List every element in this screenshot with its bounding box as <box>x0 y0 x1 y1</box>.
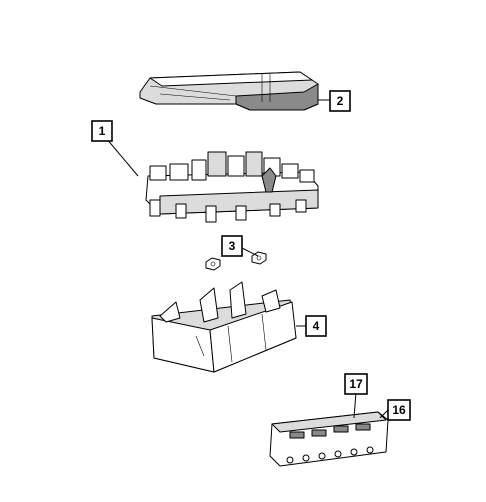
callout-4-label: 4 <box>313 319 320 333</box>
callout-4: 4 <box>305 315 327 337</box>
callout-16: 16 <box>387 399 411 421</box>
leader-lines <box>105 99 389 419</box>
callout-2: 2 <box>329 90 351 112</box>
fuse-box-part <box>145 151 319 223</box>
callout-1: 1 <box>91 120 113 142</box>
callout-2-label: 2 <box>337 94 344 108</box>
callout-1-label: 1 <box>99 124 106 138</box>
tray-part <box>151 281 297 373</box>
nuts-part <box>205 251 267 271</box>
callout-17: 17 <box>344 373 368 395</box>
callout-3: 3 <box>221 235 243 257</box>
callout-3-label: 3 <box>229 239 236 253</box>
callout-17-label: 17 <box>349 377 363 391</box>
fuse-strip-part <box>269 411 389 467</box>
callout-16-label: 16 <box>392 403 406 417</box>
cover-part <box>139 71 319 111</box>
